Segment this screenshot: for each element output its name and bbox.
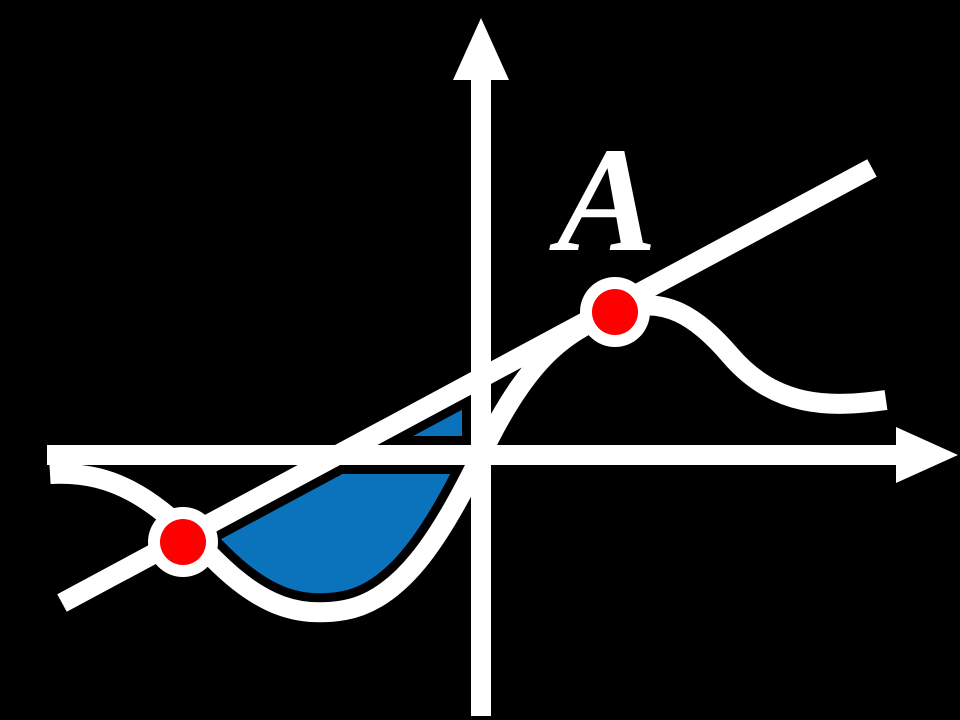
x-axis-arrow-icon (896, 427, 958, 483)
point-marker-b[interactable] (148, 507, 218, 577)
y-axis (453, 18, 509, 716)
point-a-dot (592, 289, 638, 335)
point-marker-a[interactable] (580, 277, 650, 347)
point-b-dot (160, 519, 206, 565)
y-axis-arrow-icon (453, 18, 509, 80)
point-a-label: A (549, 117, 657, 283)
